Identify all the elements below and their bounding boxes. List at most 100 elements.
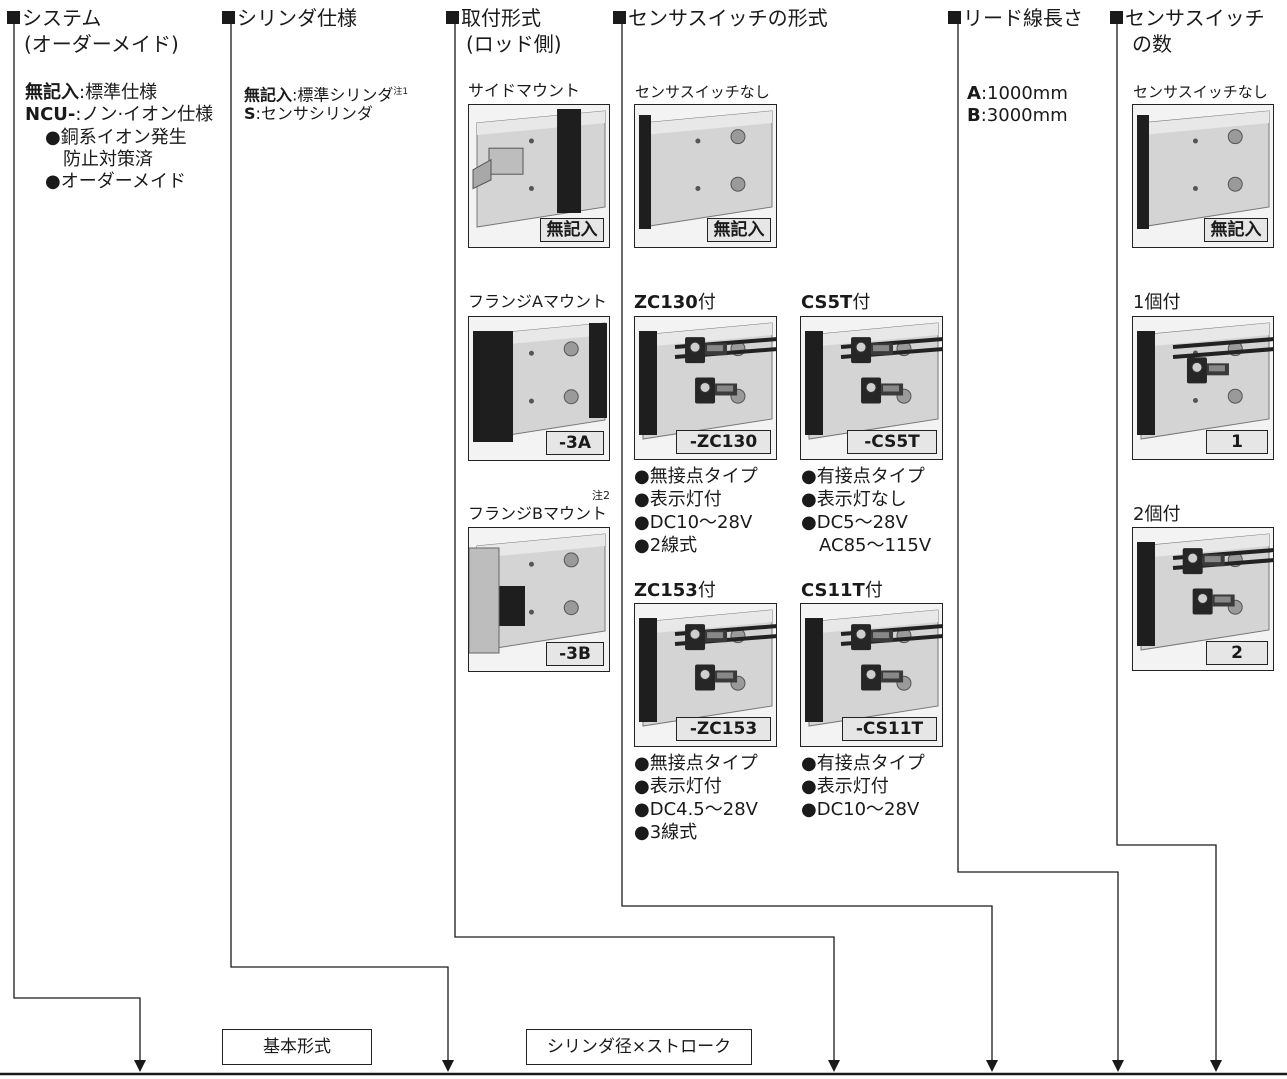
count-two-card: 2: [1132, 527, 1274, 671]
side-mount-code: 無記入: [540, 218, 604, 242]
mount-header: 取付形式: [446, 5, 541, 31]
lead-title: リード線長さ: [963, 6, 1083, 30]
cs11t-card: -CS11T: [800, 603, 943, 747]
note-ref: 注1: [393, 87, 409, 97]
zc130-spec-3: ●DC10～28V: [634, 512, 753, 533]
square-bullet-icon: [1110, 11, 1123, 24]
option-key: 無記入: [244, 85, 293, 105]
option-value: :標準仕様: [79, 82, 158, 103]
count-none-label: センサスイッチなし: [1133, 83, 1268, 101]
system-title: システム: [22, 6, 102, 30]
option-value: :1000mm: [980, 83, 1068, 104]
cylinder-side-mount-image: [469, 105, 609, 247]
cylinder-header: シリンダ仕様: [222, 5, 357, 31]
cs11t-spec-3: ●DC10～28V: [801, 799, 920, 820]
mount-subtitle: (ロッド側): [466, 32, 562, 56]
sensor-type-title: センサスイッチの形式: [628, 6, 828, 30]
option-key: NCU-: [25, 104, 76, 125]
count-header: センサスイッチ: [1110, 5, 1265, 31]
system-note-1b: 防止対策済: [63, 149, 153, 170]
option-key: 無記入: [25, 82, 79, 103]
zc153-spec-4: ●3線式: [634, 822, 698, 843]
zc130-title: ZC130付: [634, 291, 716, 314]
cylinder-no-sensor-image: [1133, 105, 1273, 247]
model-suffix: 付: [697, 292, 716, 313]
count-one-card: 1: [1132, 316, 1274, 460]
flange-b-label: フランジBマウント: [468, 504, 607, 523]
option-key: A: [967, 83, 981, 104]
square-bullet-icon: [7, 11, 20, 24]
cs5t-code: -CS5T: [847, 430, 937, 454]
square-bullet-icon: [948, 11, 961, 24]
system-subtitle: (オーダーメイド): [24, 32, 179, 56]
cs11t-spec-2: ●表示灯付: [801, 776, 889, 797]
cs11t-code: -CS11T: [842, 717, 937, 741]
zc153-card: -ZC153: [634, 603, 777, 747]
count-none-code: 無記入: [1204, 218, 1268, 242]
sensor-none-code: 無記入: [707, 218, 771, 242]
zc153-code: -ZC153: [676, 717, 771, 741]
system-option-standard: 無記入:標準仕様: [25, 81, 157, 104]
cylinder-title: シリンダ仕様: [237, 6, 357, 30]
zc153-title: ZC153付: [634, 579, 716, 602]
system-note-1: ●銅系イオン発生: [45, 127, 187, 148]
model-name: ZC153: [634, 580, 698, 601]
count-none-card: 無記入: [1132, 104, 1274, 248]
square-bullet-icon: [446, 11, 459, 24]
square-bullet-icon: [613, 11, 626, 24]
count-one-code: 1: [1206, 430, 1268, 454]
basic-model-box: 基本形式: [222, 1029, 372, 1065]
cs5t-spec-2: ●表示灯なし: [801, 489, 907, 510]
option-value: :センサシリンダ: [255, 104, 373, 123]
flange-b-code: -3B: [546, 642, 604, 666]
flange-a-code: -3A: [546, 431, 604, 455]
cs11t-title: CS11T付: [801, 579, 883, 602]
option-key: S: [244, 104, 256, 123]
count-title: センサスイッチ: [1125, 6, 1265, 30]
model-name: CS5T: [801, 292, 853, 313]
model-suffix: 付: [864, 580, 883, 601]
model-name: ZC130: [634, 292, 698, 313]
cylinder-flange-b-image: [469, 528, 609, 671]
lead-option-a: A:1000mm: [967, 82, 1068, 105]
system-option-ncu: NCU-:ノン·イオン仕様: [25, 103, 213, 126]
model-suffix: 付: [852, 292, 871, 313]
flange-a-card: -3A: [468, 316, 610, 461]
option-key: B: [967, 105, 981, 126]
zc153-spec-1: ●無接点タイプ: [634, 753, 758, 774]
zc153-spec-2: ●表示灯付: [634, 776, 722, 797]
cs11t-spec-1: ●有接点タイプ: [801, 753, 925, 774]
cs5t-spec-1: ●有接点タイプ: [801, 466, 925, 487]
system-note-2: ●オーダーメイド: [45, 171, 186, 192]
cylinder-option-sensor: S:センサシリンダ: [244, 103, 373, 125]
cs5t-card: -CS5T: [800, 316, 943, 460]
sensor-none-card: 無記入: [634, 104, 777, 248]
sensor-none-label: センサスイッチなし: [635, 83, 770, 101]
cs5t-spec-3: ●DC5～28V: [801, 512, 908, 533]
system-header: システム: [7, 5, 101, 31]
zc130-code: -ZC130: [676, 430, 771, 454]
flange-b-card: -3B: [468, 527, 610, 672]
cylinder-option-standard: 無記入:標準シリンダ注1: [244, 81, 408, 106]
option-value: :3000mm: [980, 105, 1068, 126]
zc130-spec-1: ●無接点タイプ: [634, 466, 758, 487]
lead-option-b: B:3000mm: [967, 104, 1068, 127]
lead-header: リード線長さ: [948, 5, 1083, 31]
side-mount-label: サイドマウント: [468, 81, 581, 100]
count-subtitle: の数: [1132, 32, 1172, 56]
flange-b-note: 注2: [592, 489, 610, 502]
mount-title: 取付形式: [461, 6, 541, 30]
sensor-type-header: センサスイッチの形式: [613, 5, 828, 31]
count-two-code: 2: [1206, 641, 1268, 665]
cs5t-title: CS5T付: [801, 291, 870, 314]
flange-a-label: フランジAマウント: [468, 292, 607, 311]
square-bullet-icon: [222, 11, 235, 24]
zc130-spec-2: ●表示灯付: [634, 489, 722, 510]
model-name: CS11T: [801, 580, 865, 601]
option-value: :ノン·イオン仕様: [75, 104, 214, 125]
model-suffix: 付: [697, 580, 716, 601]
zc130-card: -ZC130: [634, 316, 777, 460]
option-value: :標準シリンダ: [292, 85, 394, 105]
bore-stroke-box: シリンダ径×ストローク: [526, 1029, 752, 1065]
